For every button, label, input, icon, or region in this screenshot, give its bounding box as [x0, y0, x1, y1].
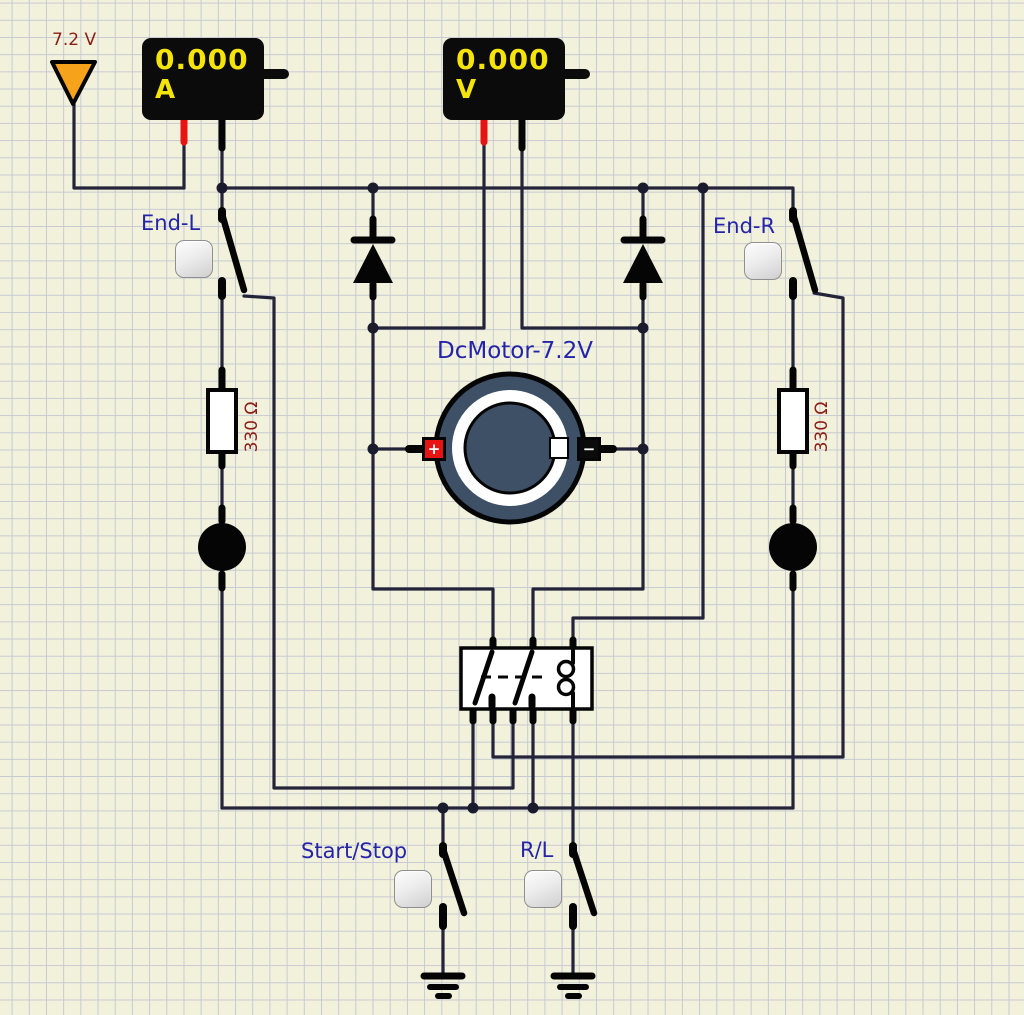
button-rl[interactable] — [524, 870, 562, 908]
relay-coil-loop — [556, 677, 576, 697]
wire-relay-pins-down — [471, 718, 575, 848]
voltmeter-terminal-stub — [565, 69, 590, 79]
wire-node-b-to-relay — [531, 326, 645, 643]
dc-motor — [405, 371, 617, 525]
switch-end-r[interactable] — [789, 207, 819, 300]
junction-dots — [216, 182, 709, 814]
motor-positive-terminal: + — [422, 437, 446, 461]
wire-end-l-out — [242, 294, 515, 790]
wire-coil-to-bus — [571, 186, 705, 643]
diode-right — [620, 215, 666, 301]
ground-right-icon — [550, 972, 596, 999]
wire-voltmeter-neg — [520, 138, 645, 330]
meter-leads — [180, 115, 526, 152]
switch-end-r-label: End-R — [713, 214, 776, 238]
motor-label: DcMotor-7.2V — [437, 338, 593, 364]
resistor-left — [206, 366, 238, 470]
voltmeter-unit: V — [456, 75, 477, 106]
ammeter-value: 0.000 — [155, 43, 249, 76]
diode-left — [350, 215, 396, 301]
motor-shaft-notch — [549, 437, 569, 459]
resistor-right-value: 330 Ω — [812, 401, 832, 453]
button-end-r[interactable] — [744, 242, 782, 280]
switch-rl[interactable] — [569, 842, 598, 930]
ammeter-terminal-stub — [264, 69, 289, 79]
button-start-stop[interactable] — [394, 870, 432, 908]
voltmeter: 0.000 V — [443, 38, 565, 120]
wire-top-bus — [220, 186, 795, 213]
ammeter-unit: A — [155, 75, 176, 106]
power-source — [50, 60, 97, 106]
ground-left-icon — [420, 972, 466, 999]
resistor-left-value: 330 Ω — [242, 401, 262, 453]
source-voltage-label: 7.2 V — [52, 30, 97, 50]
relay-coil-loop — [556, 659, 576, 679]
switch-rl-label: R/L — [520, 838, 554, 862]
switch-end-l[interactable] — [218, 207, 248, 300]
switch-end-l-label: End-L — [141, 211, 201, 235]
wire-voltmeter-pos — [371, 138, 486, 330]
wire-source-to-ammeter — [72, 102, 186, 190]
wire-node-a-to-relay — [371, 326, 495, 643]
ammeter: 0.000 A — [142, 38, 264, 120]
switch-start-stop-label: Start/Stop — [301, 839, 408, 863]
relay — [459, 636, 594, 725]
resistor-right — [777, 366, 809, 470]
motor-negative-terminal: − — [577, 437, 601, 461]
wire-end-r-out — [491, 291, 845, 759]
voltmeter-value: 0.000 — [456, 43, 550, 76]
button-end-l[interactable] — [175, 240, 213, 278]
switch-start-stop[interactable] — [439, 842, 468, 930]
lamp-left — [198, 504, 246, 592]
lamp-right — [769, 504, 817, 592]
wires — [72, 102, 845, 976]
